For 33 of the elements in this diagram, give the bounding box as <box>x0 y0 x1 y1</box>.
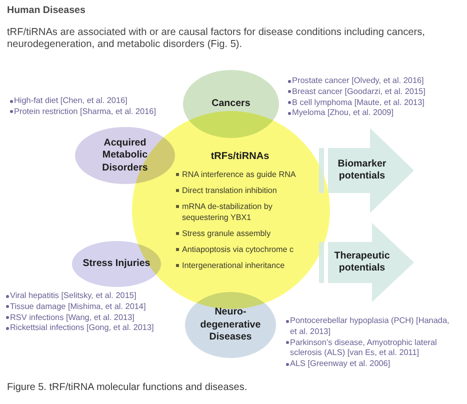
node-label: Cancers <box>210 98 252 110</box>
reference-item: Breast cancer [Goodarzi, et al. 2015] <box>292 86 426 98</box>
function-item: Intergenerational inheritance <box>182 260 285 271</box>
node-label: Neuro-degenerative Diseases <box>199 306 262 344</box>
reference-item: Myeloma [Zhou, et al. 2009] <box>292 108 394 120</box>
reference-item: Viral hepatitis [Selitsky, et al. 2015] <box>10 291 136 302</box>
figure-caption: Figure 5. tRF/tiRNA molecular functions and diseases. <box>7 382 248 394</box>
node-label: Therapeutic potentials <box>333 250 391 275</box>
intro-paragraph: tRF/tiRNAs are associated with or are causal factors for disease conditions including cancers, neurodegeneration, and metabolic disorders (Fig. 5). <box>7 27 426 51</box>
category-ellipse <box>72 241 161 287</box>
function-item: Stress granule assembly <box>182 228 271 239</box>
category-ellipse <box>75 127 175 184</box>
function-item: Antiapoptosis via cytochrome c <box>182 244 294 255</box>
reference-item: RSV infections [Wang, et al. 2013] <box>10 312 134 324</box>
node-label: Biomarker potentials <box>336 158 388 183</box>
reference-item: ALS [Greenway et al. 2006] <box>290 359 390 370</box>
reference-item: Rickettsial infections [Gong, et al. 2013] <box>10 323 154 334</box>
circle-heading: tRFs/tiRNAs <box>210 151 270 163</box>
function-item: RNA interference as guide RNA <box>182 169 296 180</box>
reference-item: Prostate cancer [Olvedy, et al. 2016] <box>292 76 424 87</box>
reference-item: Pontocerebellar hypoplasia (PCH) [Hanada, et al. 2013] <box>290 316 450 338</box>
reference-item: Tissue damage [Mishima, et al. 2014] <box>10 302 146 313</box>
section-heading: Human Diseases <box>7 5 86 17</box>
reference-item: B cell lymphoma [Maute, et al. 2013] <box>292 98 424 108</box>
block-arrow <box>319 223 414 302</box>
block-arrow <box>319 128 414 213</box>
reference-item: Protein restriction [Sharma, et al. 2016] <box>14 106 156 118</box>
reference-item: Parkinson’s disease, Amyotrophic lateral sclerosis (ALS) [van Es, et al. 2011] <box>290 338 438 360</box>
function-item: mRNA de-stabilization by sequestering YBX1 <box>182 201 274 223</box>
category-ellipse <box>183 70 279 138</box>
reference-item: High-fat diet [Chen, et al. 2016] <box>14 96 128 107</box>
function-item: Direct translation inhibition <box>182 185 277 196</box>
category-ellipse <box>185 292 276 358</box>
